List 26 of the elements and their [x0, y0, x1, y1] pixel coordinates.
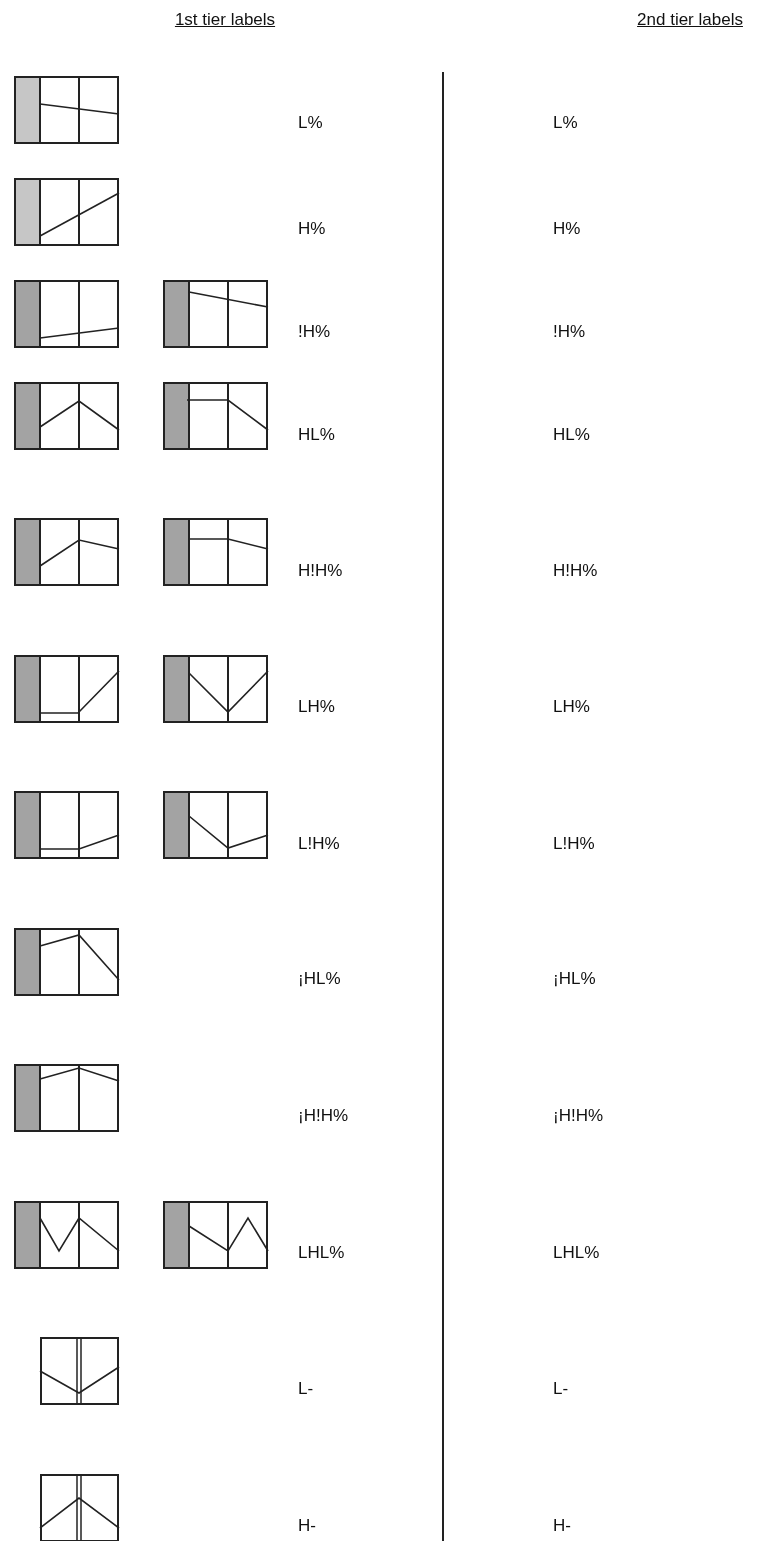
tone-label: L% — [298, 113, 323, 133]
tone-label: L% — [553, 113, 578, 133]
tone-label: H% — [298, 219, 326, 239]
tone-label: H!H% — [553, 561, 598, 581]
tone-label: ¡H!H% — [298, 1106, 349, 1126]
tone-label: LHL% — [553, 1243, 600, 1263]
tone-label: LH% — [298, 697, 335, 717]
tone-label: H- — [298, 1516, 316, 1536]
tone-label: ¡HL% — [553, 969, 596, 989]
column-heading: 2nd tier labels — [637, 10, 743, 30]
tone-label: H!H% — [298, 561, 343, 581]
tone-label: !H% — [553, 322, 586, 342]
tone-label: ¡HL% — [298, 969, 341, 989]
tone-label: L!H% — [298, 834, 340, 854]
tone-label: ¡H!H% — [553, 1106, 604, 1126]
tone-label: H% — [553, 219, 581, 239]
tone-label: HL% — [298, 425, 335, 445]
tone-label: HL% — [553, 425, 590, 445]
column-heading: 1st tier labels — [174, 10, 276, 30]
tone-label: LH% — [553, 697, 590, 717]
tone-label: L- — [553, 1379, 569, 1399]
tone-label: LHL% — [298, 1243, 345, 1263]
tone-label: !H% — [298, 322, 331, 342]
tone-label: L- — [298, 1379, 314, 1399]
tone-label: L!H% — [553, 834, 595, 854]
tone-label: H- — [553, 1516, 571, 1536]
